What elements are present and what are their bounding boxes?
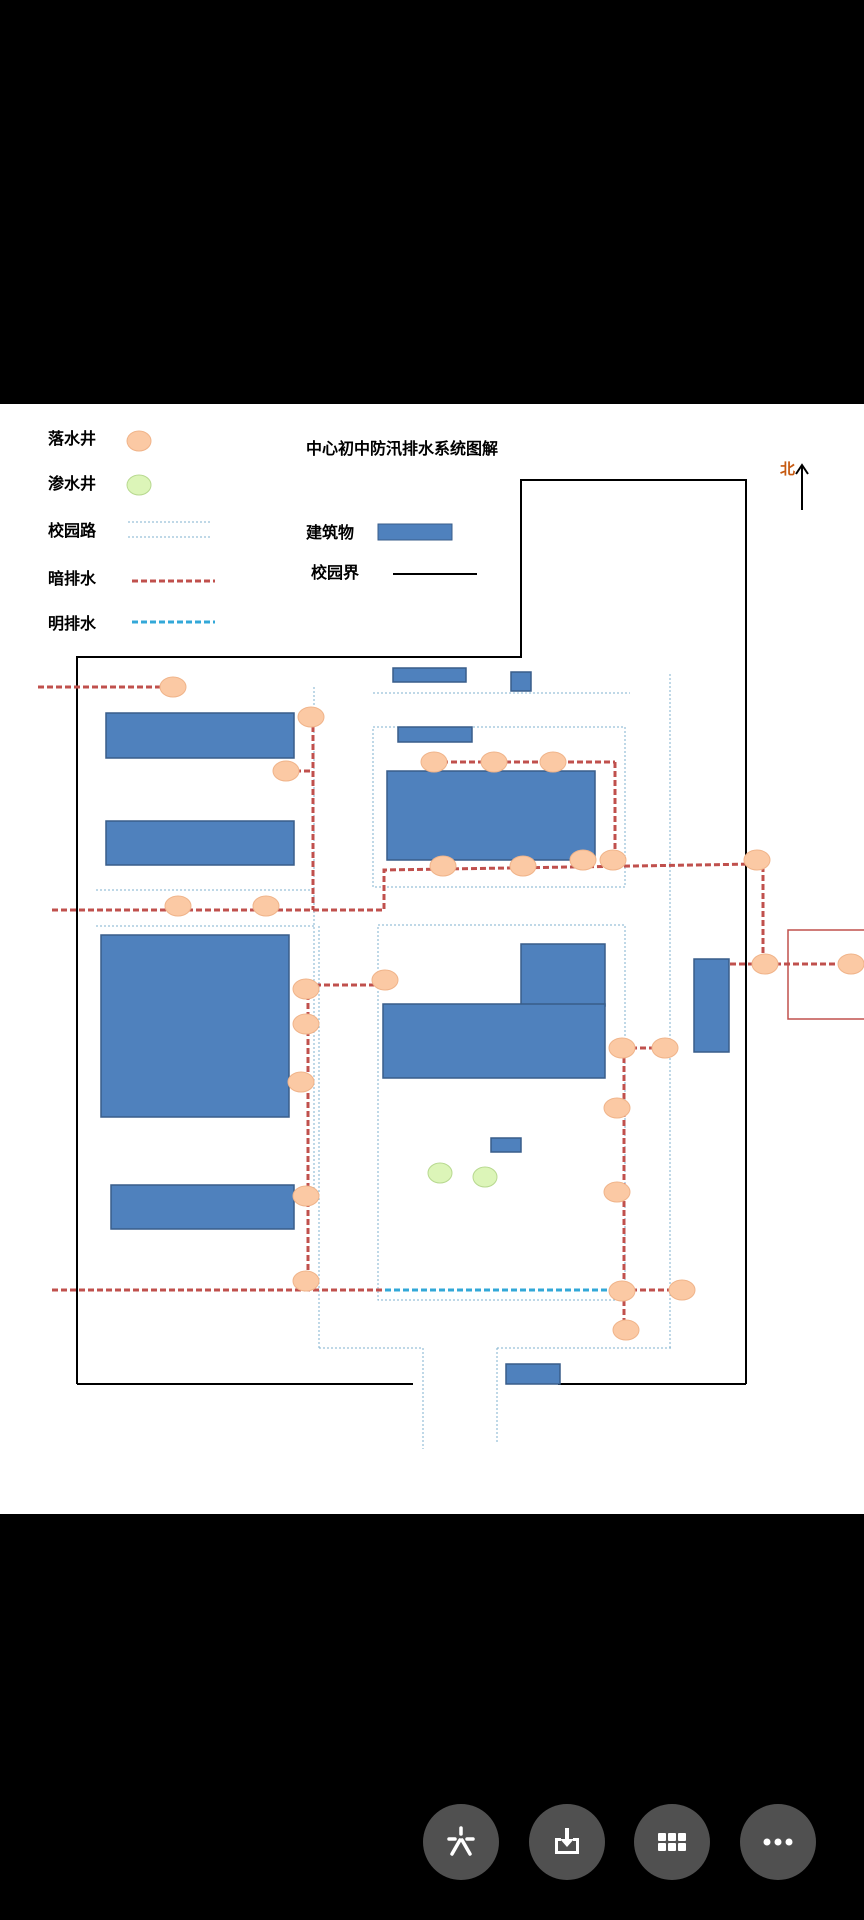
drop-well	[292, 1185, 320, 1207]
legend-seep-well-label: 渗水井	[48, 474, 96, 493]
drop-well	[292, 978, 320, 1000]
campus-roads	[96, 674, 673, 1449]
drop-well	[599, 849, 627, 871]
outfall-highlight-box	[787, 929, 864, 1020]
legend: 落水井 渗水井 校园路 暗排水 明排水 中心初中防汛排水系统图解 建筑物 校园界	[48, 429, 498, 633]
viewer-toolbar	[0, 1800, 864, 1880]
image-canvas[interactable]: 落水井 渗水井 校园路 暗排水 明排水 中心初中防汛排水系统图解 建筑物 校园界…	[0, 404, 864, 1514]
legend-drop-well-label: 落水井	[48, 429, 96, 448]
boundary-outline	[76, 479, 747, 1384]
campus-boundary	[76, 479, 747, 1385]
building-center-small	[490, 1137, 522, 1153]
drop-well	[651, 1037, 679, 1059]
drop-well	[751, 953, 779, 975]
diagram-title: 中心初中防汛排水系统图解	[306, 439, 498, 458]
legend-hidden-drain-label: 暗排水	[48, 569, 97, 588]
north-label: 北	[780, 460, 795, 478]
drop-well	[164, 895, 192, 917]
legend-building-label: 建筑物	[306, 523, 354, 542]
ai-sparkle-button[interactable]	[423, 1804, 499, 1880]
north-arrow-head	[795, 463, 809, 475]
drop-well	[371, 969, 399, 991]
drop-wells	[159, 676, 864, 1341]
building-gate	[505, 1363, 561, 1385]
drop-well	[287, 1071, 315, 1093]
legend-open-drain-label: 明排水	[48, 614, 97, 633]
legend-seep-well-symbol	[126, 474, 152, 496]
drainage-map: 落水井 渗水井 校园路 暗排水 明排水 中心初中防汛排水系统图解 建筑物 校园界…	[38, 429, 864, 1449]
legend-boundary-label: 校园界	[311, 563, 359, 582]
drop-well	[612, 1319, 640, 1341]
building-east	[693, 958, 730, 1053]
building-north-small-1	[392, 667, 467, 683]
drop-well	[159, 676, 187, 698]
legend-drop-well-symbol	[126, 430, 152, 452]
more-icon	[763, 1838, 793, 1846]
building-west-2	[105, 820, 295, 866]
download-button[interactable]	[529, 1804, 605, 1880]
drop-well	[252, 895, 280, 917]
seep-well	[472, 1166, 498, 1188]
grid-icon	[658, 1833, 686, 1851]
more-button[interactable]	[740, 1804, 816, 1880]
drop-well	[668, 1279, 696, 1301]
building-west-1	[105, 712, 295, 759]
building-north-main	[386, 770, 596, 861]
apps-button[interactable]	[634, 1804, 710, 1880]
road-loop-center	[377, 924, 626, 1301]
building-center-main	[382, 1003, 606, 1079]
north-indicator: 北	[780, 460, 809, 510]
drop-well	[603, 1181, 631, 1203]
drop-well	[272, 760, 300, 782]
legend-campus-road-label: 校园路	[48, 521, 97, 540]
drop-well	[539, 751, 567, 773]
building-center-annex	[520, 943, 606, 1007]
drop-well	[509, 855, 537, 877]
sparkle-icon	[447, 1826, 475, 1856]
drop-well	[743, 849, 771, 871]
drop-well	[292, 1270, 320, 1292]
drop-well	[608, 1037, 636, 1059]
seep-wells	[427, 1162, 498, 1188]
download-icon	[555, 1828, 579, 1854]
building-north-small-3	[397, 726, 473, 743]
drop-well	[292, 1013, 320, 1035]
buildings	[100, 667, 730, 1385]
drop-well	[569, 849, 597, 871]
drop-well	[603, 1097, 631, 1119]
drop-well	[837, 953, 864, 975]
drop-well	[420, 751, 448, 773]
drop-well	[429, 855, 457, 877]
building-west-3	[100, 934, 290, 1118]
building-north-small-2	[510, 671, 532, 692]
drop-well	[608, 1280, 636, 1302]
seep-well	[427, 1162, 453, 1184]
drop-well	[297, 706, 325, 728]
road-loop-north	[372, 726, 626, 888]
drop-well	[480, 751, 508, 773]
hidden-drain-segment	[52, 862, 758, 912]
legend-building-symbol	[377, 523, 453, 541]
building-west-4	[110, 1184, 295, 1230]
